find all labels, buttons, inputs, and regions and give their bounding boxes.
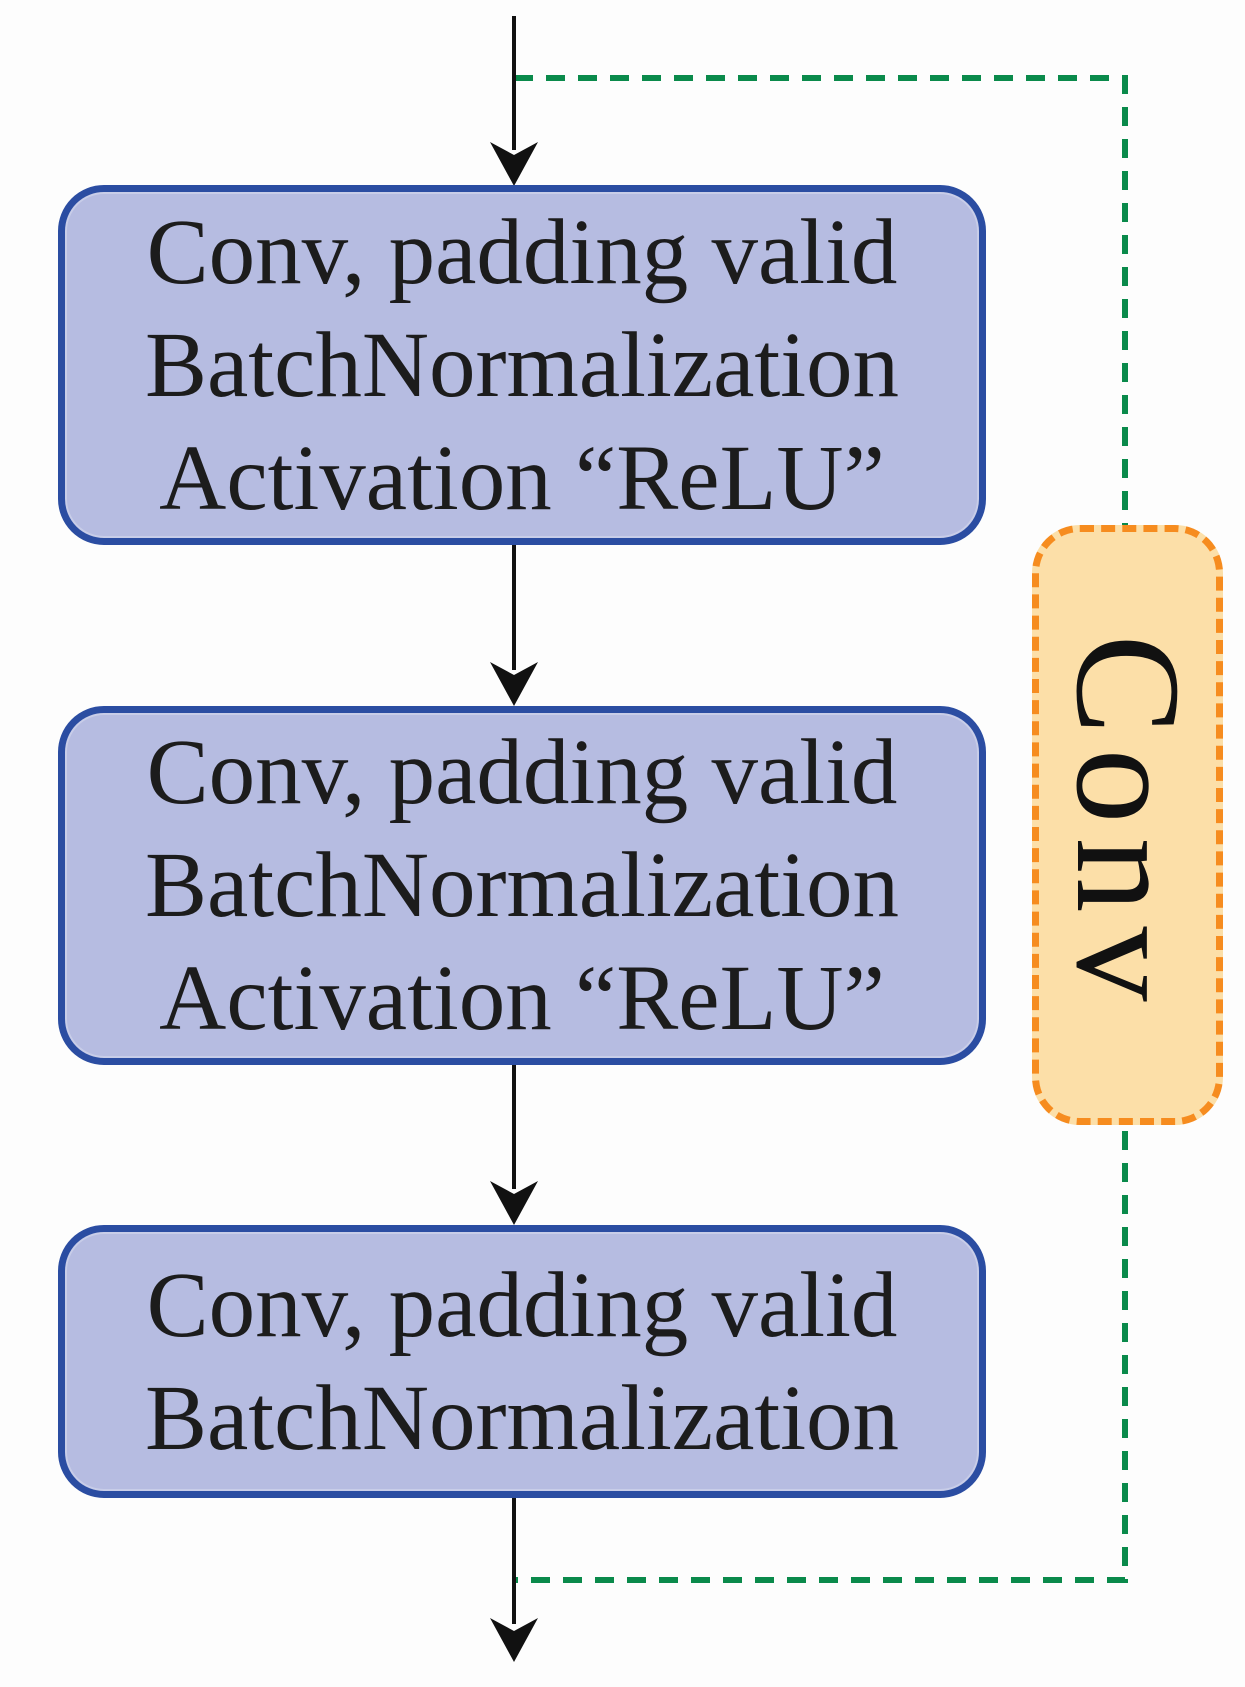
conv-block-1-line-1: Conv, padding valid	[146, 200, 898, 304]
conv-block-3-line-2: BatchNormalization	[144, 1366, 900, 1470]
input-arrowhead-icon	[490, 142, 538, 186]
conv-block-2: Conv, padding valid BatchNormalization A…	[58, 706, 986, 1065]
output-arrowhead-icon	[490, 1618, 538, 1662]
shortcut-conv-box: Conv	[1032, 525, 1223, 1125]
conv-block-1-line-2: BatchNormalization	[144, 313, 900, 417]
conv-block-3: Conv, padding valid BatchNormalization	[58, 1225, 986, 1498]
flow-arrow-2-head-icon	[490, 1181, 538, 1225]
conv-block-1: Conv, padding valid BatchNormalization A…	[58, 185, 986, 545]
conv-block-2-line-2: BatchNormalization	[144, 834, 900, 937]
conv-block-1-line-3: Activation “ReLU”	[159, 426, 885, 530]
conv-block-2-line-3: Activation “ReLU”	[159, 947, 885, 1050]
conv-block-2-line-1: Conv, padding valid	[146, 721, 898, 824]
conv-block-3-line-1: Conv, padding valid	[146, 1253, 898, 1357]
flow-arrow-1-head-icon	[490, 662, 538, 706]
shortcut-conv-label: Conv	[1044, 634, 1211, 1016]
